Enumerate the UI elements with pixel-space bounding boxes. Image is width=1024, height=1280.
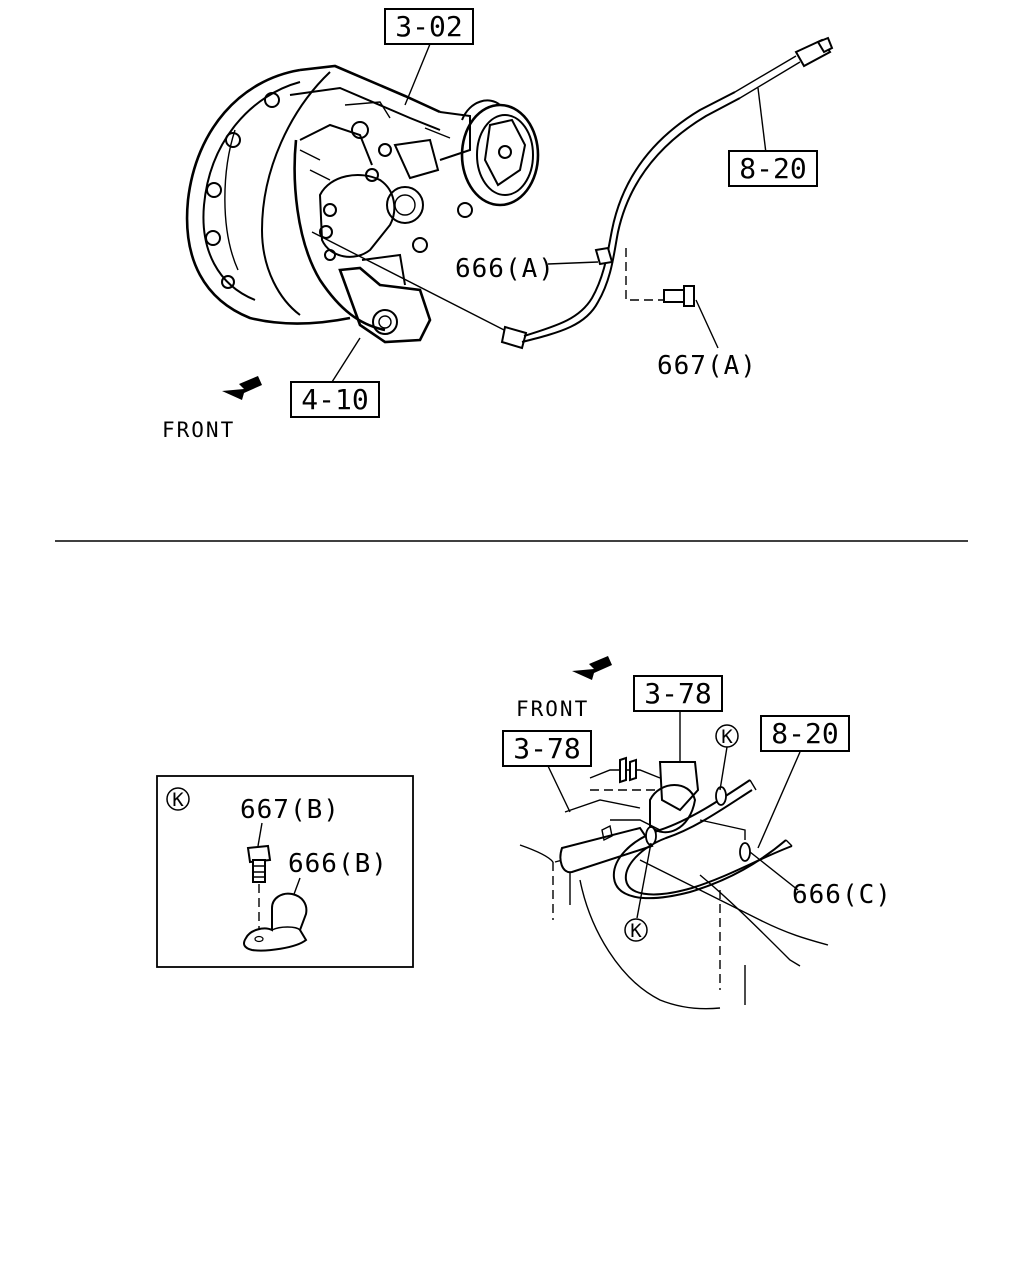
svg-text:FRONT: FRONT [516,697,589,721]
front-arrow-bottom: FRONT [516,656,612,721]
transmission-assembly [185,64,540,344]
label-667b: 667(B) [240,795,340,825]
detail-k-panel: K 667(B) 666(B) [156,775,414,968]
k-marker-lower: K [624,918,648,942]
label-666a: 666(A) [455,254,555,284]
clip-666b-drawing [243,892,308,952]
callout-8-20-bottom: 8-20 [760,715,850,752]
label-666b: 666(B) [288,849,388,879]
label-666c: 666(C) [792,880,892,910]
detail-k-marker: K [172,789,184,811]
callout-4-10: 4-10 [290,381,380,418]
callout-3-02: 3-02 [384,8,474,45]
callout-3-78-upper: 3-78 [633,675,723,712]
callout-3-78-lower: 3-78 [502,730,592,767]
bolt-667b-drawing [246,844,272,935]
top-leaders [331,43,771,383]
svg-text:3-78: 3-78 [513,732,580,765]
svg-text:3-02: 3-02 [395,10,462,43]
front-arrow-top: FRONT [162,376,262,442]
callout-8-20-top: 8-20 [728,150,818,187]
svg-text:4-10: 4-10 [301,383,368,416]
bottom-view: FRONT [502,656,892,1010]
top-view: 3-02 8-20 4-10 666(A) 667(A) FRONT [162,8,834,442]
svg-text:K: K [630,920,642,942]
svg-text:FRONT: FRONT [162,418,235,442]
k-marker-upper: K [715,724,739,748]
svg-text:8-20: 8-20 [739,152,806,185]
sensor-harness [311,36,834,350]
svg-text:3-78: 3-78 [644,677,711,710]
label-667a: 667(A) [657,351,757,381]
svg-text:8-20: 8-20 [771,717,838,750]
bolt-667a-drawing [625,248,695,307]
svg-text:K: K [721,726,733,748]
pipe-bracket [559,756,700,874]
bottom-leaders [547,711,801,919]
harness-loop [612,779,793,900]
